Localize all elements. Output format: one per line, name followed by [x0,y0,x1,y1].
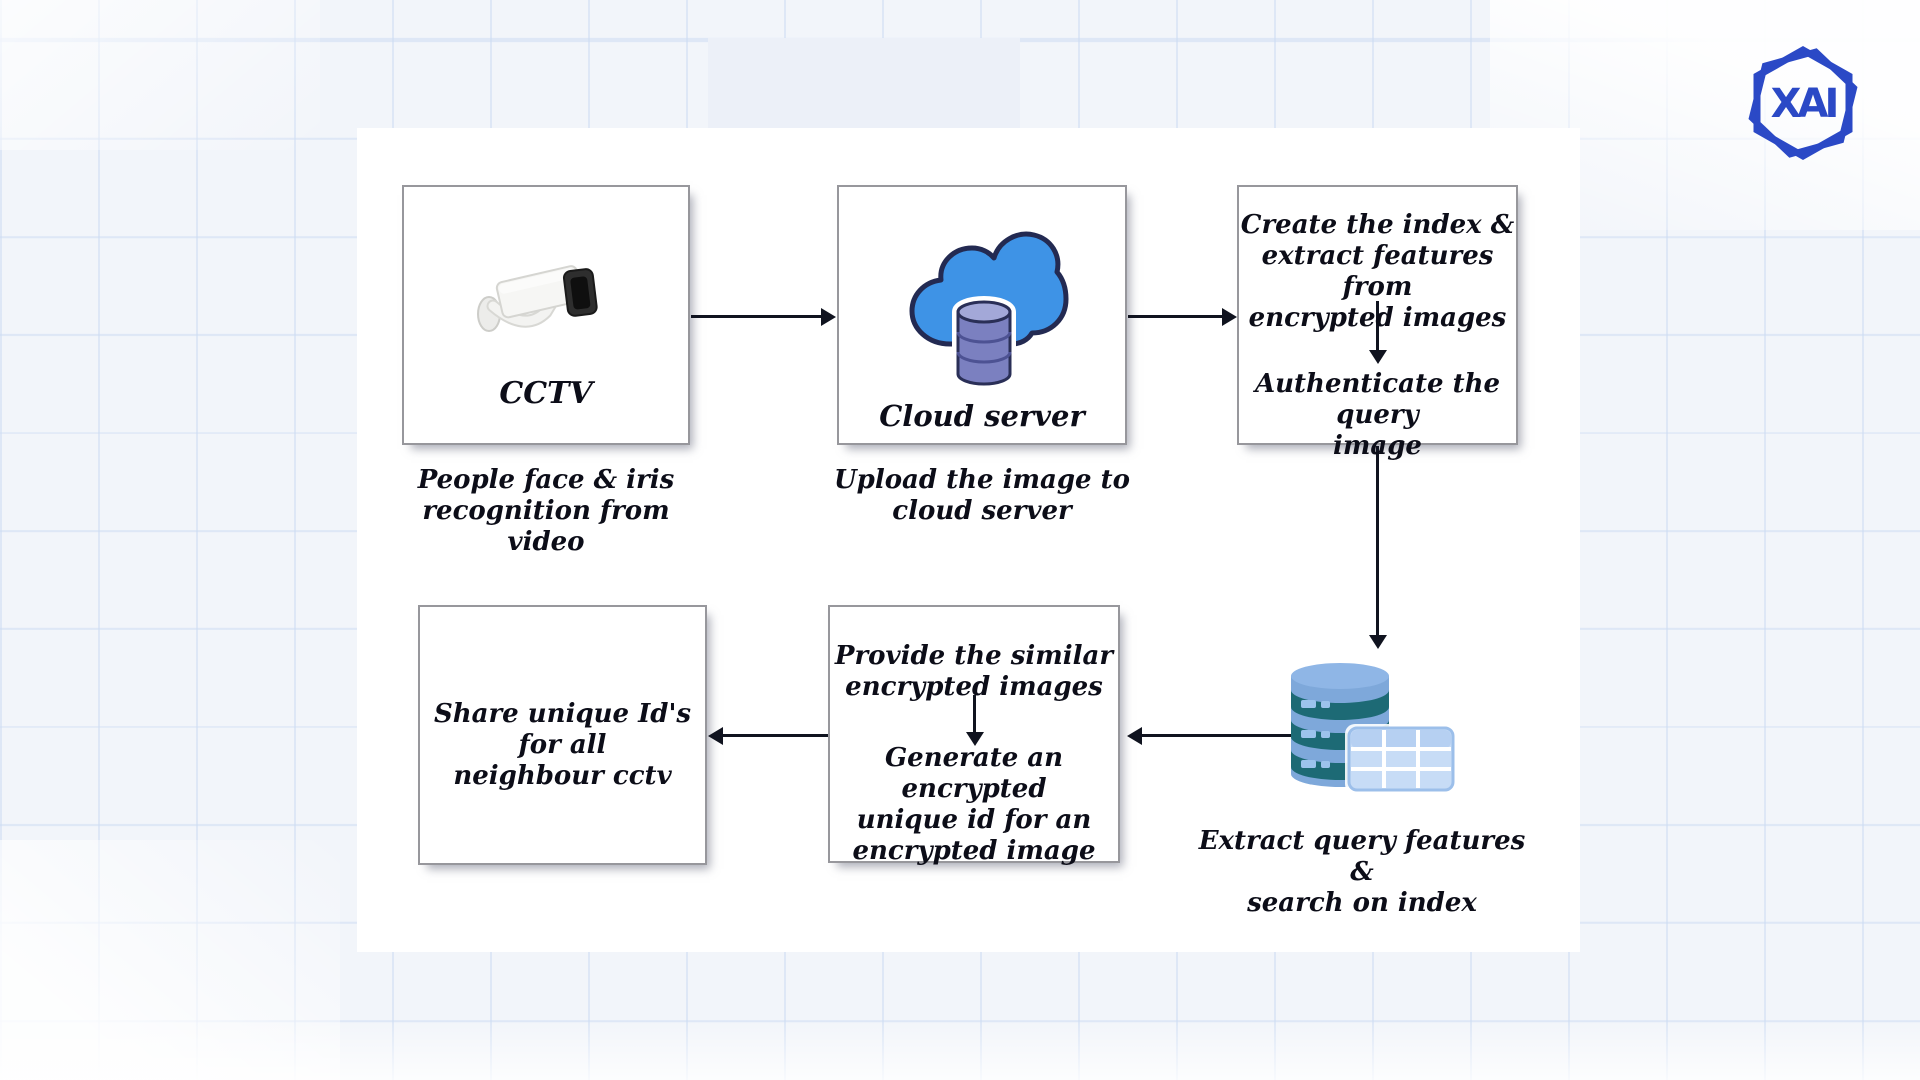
arrow-cloud-to-index [1128,307,1237,326]
arrow-provide-internal-step [965,695,984,746]
share-unique-ids-text: Share unique Id's for all neighbour cctv [433,699,692,791]
xai-hexagon-logo: XAI [1748,45,1858,161]
cctv-camera-icon [477,265,598,332]
cctv-label: CCTV [499,376,593,411]
arrow-provide-to-share [708,726,828,745]
background-highlight-topleft [0,0,320,150]
node-share-ids-box [418,605,707,865]
cloud-server-label: Cloud server [879,399,1085,433]
arrow-index-internal-step [1368,301,1387,364]
arrow-cctv-to-cloud [691,307,836,326]
background-highlight-bottomleft [0,840,340,1080]
node-cctv-box [402,185,690,445]
provide-similar-text: Provide the similar encrypted images [834,641,1114,702]
arrow-database-to-provide [1127,726,1291,745]
arrow-index-to-database [1368,446,1387,649]
authenticate-query-text: Authenticate the query image [1254,369,1501,461]
logo-text: XAI [1771,81,1837,127]
cloud-caption: Upload the image to cloud server [833,465,1131,526]
database-table-icon [1291,663,1457,794]
cloud-database-icon [904,228,1072,390]
cctv-caption: People face & iris recognition from vide… [417,465,675,557]
background-tint-bar [708,38,1020,128]
generate-unique-id-text: Generate an encrypted unique id for an e… [852,743,1096,866]
background-highlight-bottom [0,1020,1920,1080]
extract-query-features-caption: Extract query features & search on index [1198,826,1526,918]
create-index-text: Create the index & extract features from… [1240,210,1515,333]
